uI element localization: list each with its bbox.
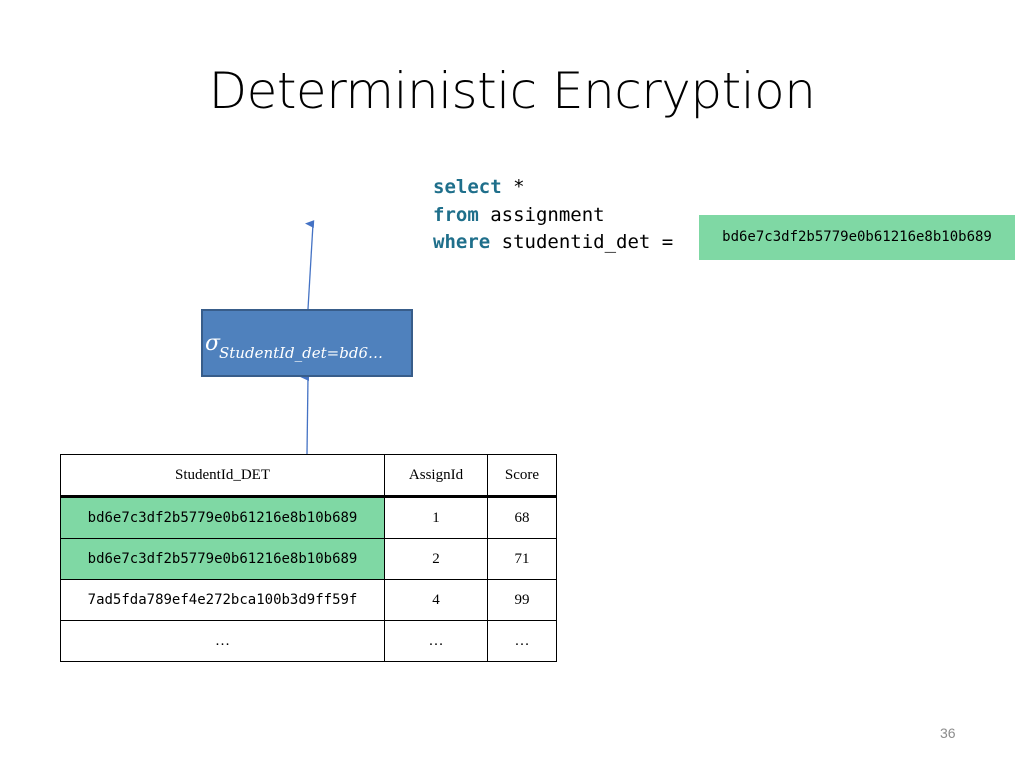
header-assignid: AssignId — [384, 454, 488, 498]
assignment-table: StudentId_DET AssignId Score bd6e7c3df2b… — [60, 454, 557, 662]
sql-keyword-select: select — [433, 176, 502, 198]
cell-score: … — [487, 620, 557, 662]
sql-from-rest: assignment — [478, 203, 605, 226]
slide-title: Deterministic Encryption — [208, 62, 816, 120]
table-row: … … … — [60, 620, 557, 662]
cell-studentid: bd6e7c3df2b5779e0b61216e8b10b689 — [60, 538, 385, 580]
cell-studentid: 7ad5fda789ef4e272bca100b3d9ff59f — [60, 579, 385, 621]
cell-score: 99 — [487, 579, 557, 621]
table-header-row: StudentId_DET AssignId Score — [60, 454, 557, 498]
sql-select-rest: * — [501, 176, 525, 198]
arrow-up-icon-top — [305, 220, 315, 310]
sql-keyword-where: where — [433, 231, 491, 253]
cell-assignid: 2 — [384, 538, 488, 580]
table-row: bd6e7c3df2b5779e0b61216e8b10b689 1 68 — [60, 496, 557, 539]
table-row: bd6e7c3df2b5779e0b61216e8b10b689 2 71 — [60, 538, 557, 580]
cell-score: 71 — [487, 538, 557, 580]
cell-assignid: 4 — [384, 579, 488, 621]
cell-studentid: … — [60, 620, 385, 662]
sql-keyword-from: from — [433, 203, 479, 226]
selection-operator-box: σ StudentId_det=bd6… — [201, 309, 413, 377]
header-score: Score — [487, 454, 557, 498]
page-number: 36 — [940, 725, 956, 741]
table-row: 7ad5fda789ef4e272bca100b3d9ff59f 4 99 — [60, 579, 557, 621]
header-studentid-det: StudentId_DET — [60, 454, 385, 498]
cell-score: 68 — [487, 496, 557, 539]
sql-query: select * from assignment where studentid… — [433, 174, 673, 257]
cell-assignid: 1 — [384, 496, 488, 539]
sql-where-rest: studentid_det = — [490, 231, 674, 253]
selection-predicate: StudentId_det=bd6… — [219, 344, 383, 362]
sql-hash-value: bd6e7c3df2b5779e0b61216e8b10b689 — [699, 215, 1015, 260]
cell-studentid: bd6e7c3df2b5779e0b61216e8b10b689 — [60, 496, 385, 539]
sigma-symbol: σ — [205, 331, 221, 356]
arrow-up-icon-bottom — [300, 373, 310, 455]
cell-assignid: … — [384, 620, 488, 662]
